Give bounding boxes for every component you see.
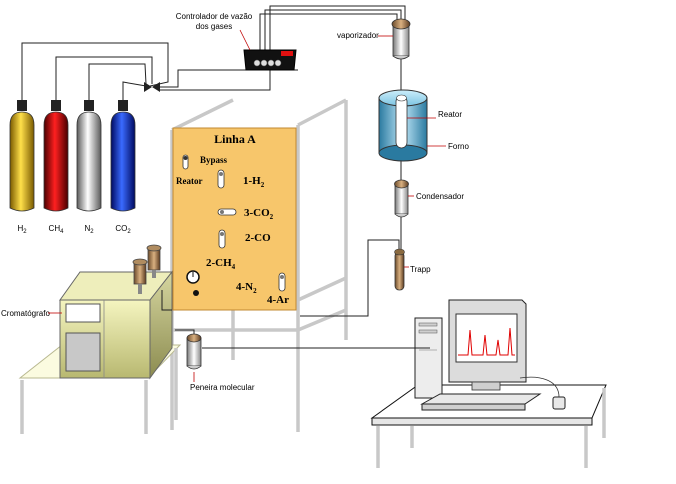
vaporizer: [391, 18, 411, 60]
pressure-gauge: [186, 270, 200, 296]
chromatogram-trace: [458, 327, 515, 356]
gas-cylinder: H2: [9, 100, 35, 235]
computer: [414, 299, 566, 411]
furnace-label: Forno: [448, 142, 469, 151]
gas-cylinder-label: CO2: [115, 224, 131, 235]
valve-4b-label: 4-Ar: [267, 294, 289, 306]
gas-cylinder: CH4: [43, 100, 69, 235]
panel-title: Linha A: [214, 132, 256, 146]
chromatograph-injectors: [132, 244, 162, 294]
trap: [394, 248, 405, 291]
valve-1-label: 1-H2: [243, 175, 265, 189]
trap-label: Trapp: [410, 265, 431, 274]
reactor-tube: [395, 94, 408, 149]
valve-bypass[interactable]: [182, 154, 189, 170]
manifold-valve: [144, 82, 160, 92]
chromatograph: [59, 270, 174, 380]
gas-cylinder-label: N2: [84, 224, 94, 235]
controller-label-line2: dos gases: [196, 22, 232, 31]
valve-2-co[interactable]: [218, 229, 226, 249]
valve-4-label: 4-N2: [236, 281, 257, 295]
gas-lines: [21, 5, 430, 349]
gas-cylinder: N2: [76, 100, 102, 235]
condenser-label: Condensador: [416, 192, 464, 201]
controller-label-line1: Controlador de vazão: [176, 12, 253, 21]
valve-3-co2[interactable]: [217, 208, 237, 216]
valve-2b-label: 2-CH4: [206, 257, 236, 271]
gas-cylinder: CO2: [110, 100, 136, 235]
condenser: [394, 179, 409, 218]
molecular-sieve: [186, 333, 202, 370]
molecular-sieve-label: Peneira molecular: [190, 383, 255, 392]
vaporizer-label: vaporizador: [337, 31, 379, 40]
valve-1-h2[interactable]: [217, 169, 225, 189]
valve-2-label: 2-CO: [245, 232, 271, 244]
reactor-label: Reator: [438, 110, 462, 119]
gas-cylinders: H2 CH4 N2 CO2: [9, 100, 136, 235]
chromatograph-label: Cromatógrafo: [1, 309, 50, 318]
bypass-label: Bypass: [200, 155, 228, 165]
gas-cylinder-label: H2: [17, 224, 27, 235]
valve-panel: Linha A Bypass Reator 1-H2 3-CO2 2-CO 2-…: [172, 127, 297, 311]
reator-label: Reator: [176, 176, 203, 186]
gas-cylinder-label: CH4: [49, 224, 65, 235]
flow-controller: [243, 49, 297, 71]
valve-4-n2[interactable]: [278, 272, 286, 292]
valve-3-label: 3-CO2: [244, 207, 274, 221]
